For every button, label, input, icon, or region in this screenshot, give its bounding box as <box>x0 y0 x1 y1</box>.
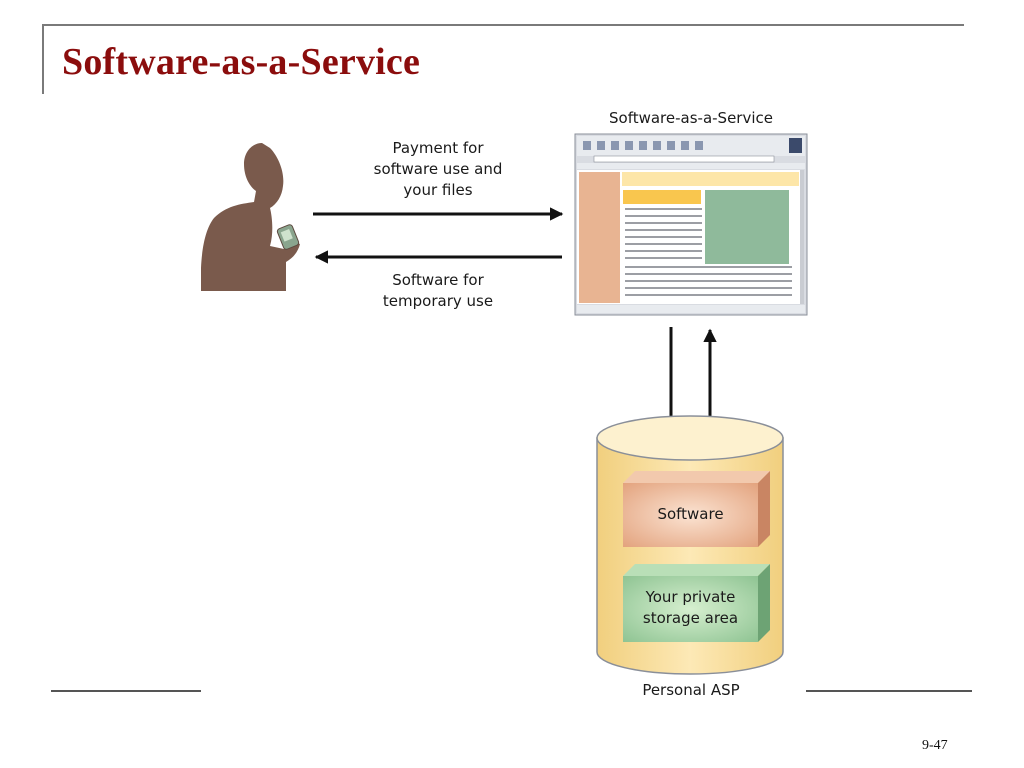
page-number: 9-47 <box>922 738 948 753</box>
storage-box-label: Your private storage area <box>642 588 739 627</box>
software-box <box>623 471 770 547</box>
browser-window-illustration <box>574 133 808 316</box>
software-box-label: Software <box>657 505 724 523</box>
screen-caption: Software-as-a-Service <box>609 109 773 127</box>
frame-left-rule <box>42 24 44 94</box>
payment-label: Payment for software use and your files <box>373 139 503 199</box>
slide-title: Software-as-a-Service <box>62 41 421 83</box>
software-temporary-label: Software for temporary use <box>382 271 494 310</box>
asp-caption: Personal ASP <box>642 681 740 699</box>
frame-top-rule <box>42 24 964 26</box>
footer-rule-right <box>806 690 972 692</box>
person-silhouette-icon <box>201 143 300 291</box>
footer-rule-left <box>51 690 201 692</box>
storage-box <box>623 564 770 642</box>
